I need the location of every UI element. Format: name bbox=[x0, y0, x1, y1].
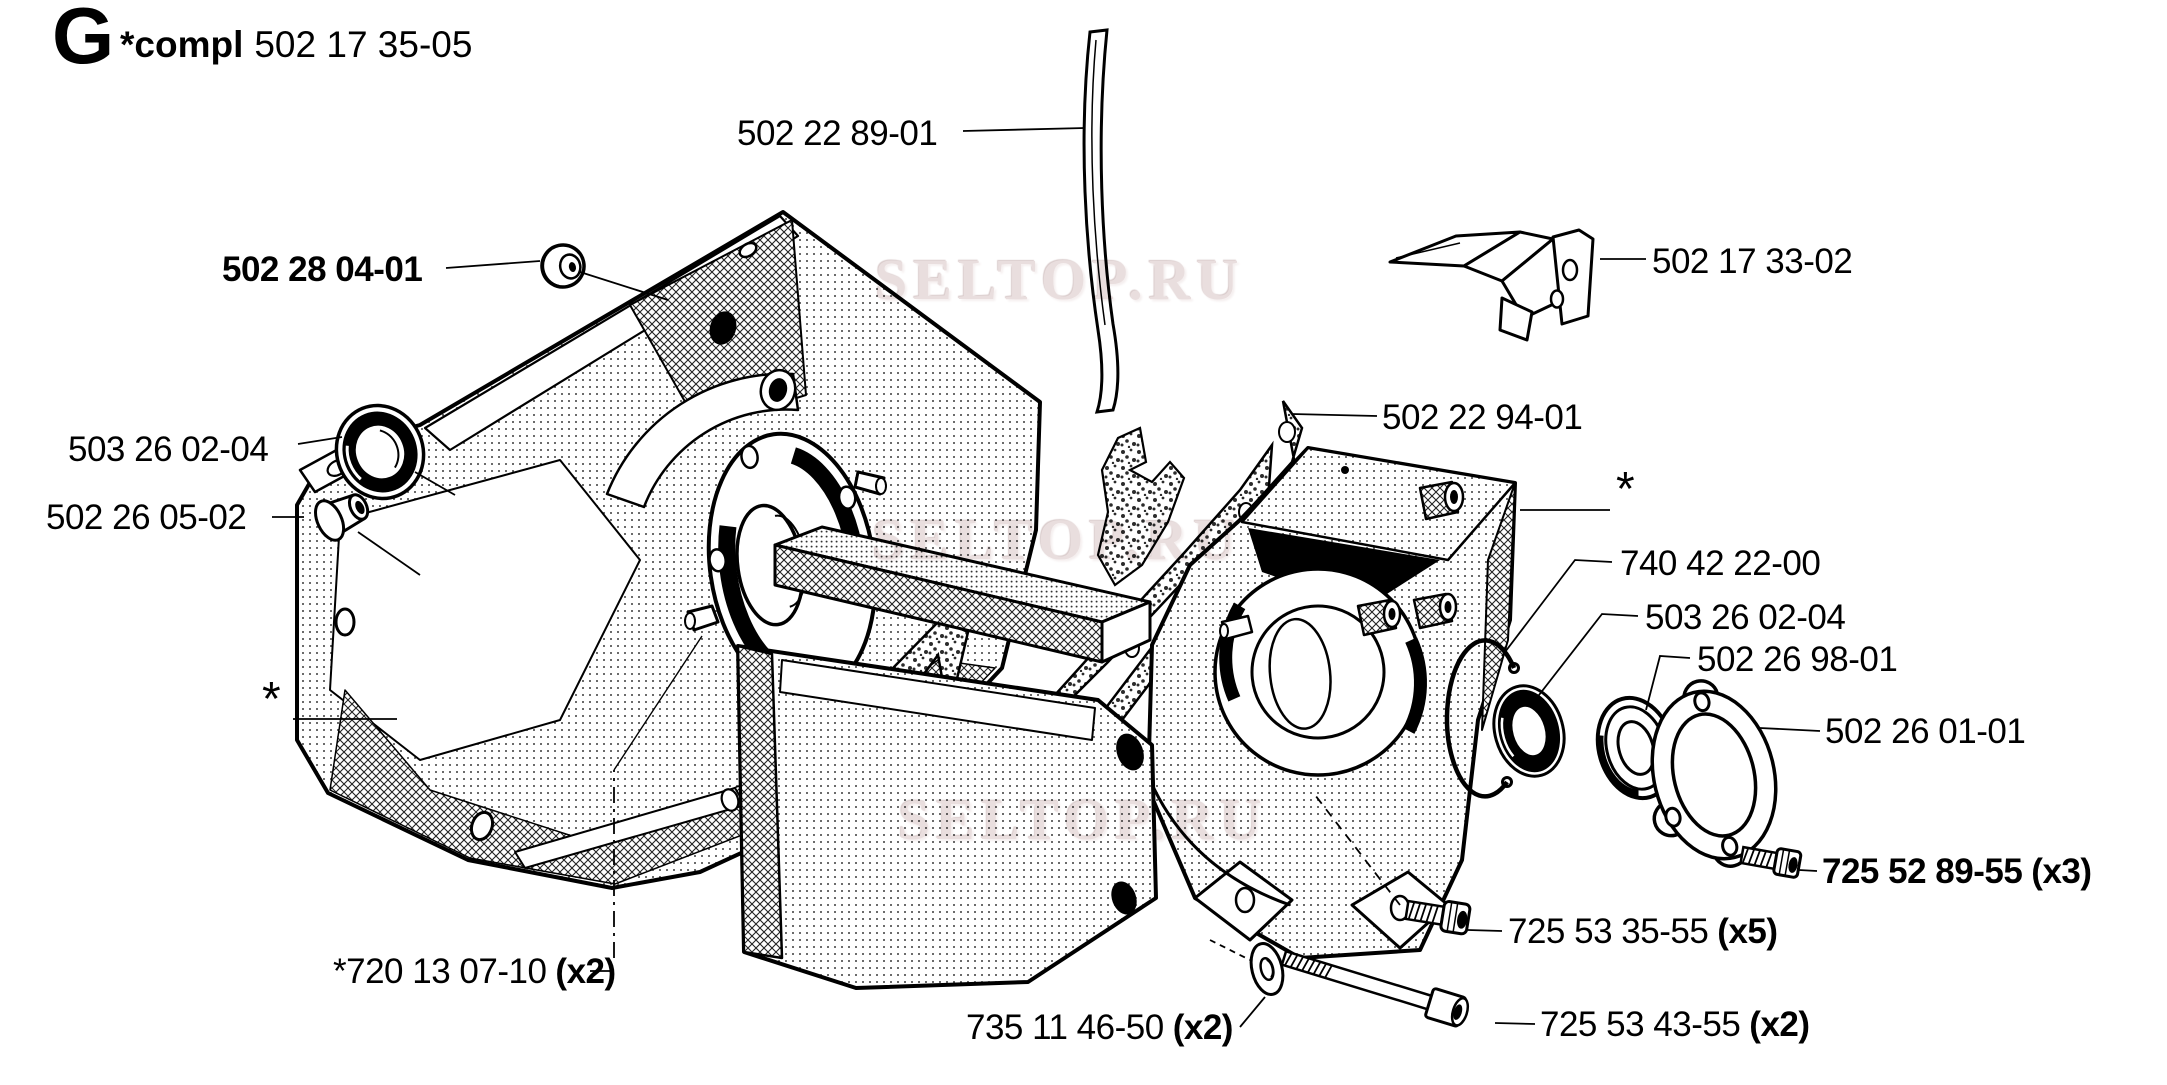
part-number: 735 11 46-50 bbox=[966, 1008, 1164, 1047]
snap-ring bbox=[1444, 638, 1520, 799]
leader-lines bbox=[272, 127, 1821, 1028]
part-number: 503 26 02-04 bbox=[1645, 598, 1846, 637]
part-label-502-26-05-02: 502 26 05-02 bbox=[46, 494, 247, 542]
watermark: SELTOP.RU bbox=[872, 507, 1242, 572]
leader-503-26-02-04-left bbox=[297, 436, 456, 496]
leader-725-53-43-55 bbox=[1494, 1022, 1536, 1025]
screw-medium bbox=[1404, 899, 1472, 936]
screw-short bbox=[1739, 845, 1803, 879]
part-number: *720 13 07-10 bbox=[333, 952, 547, 991]
part-number: 502 22 89-01 bbox=[737, 114, 938, 153]
part-label-735-11-46-50: 735 11 46-50(x2) bbox=[966, 1004, 1233, 1052]
part-label-502-22-89-01: 502 22 89-01 bbox=[737, 110, 938, 158]
part-label-720-13-07-10: *720 13 07-10(x2) bbox=[333, 948, 616, 996]
leader-735-11-46-50-dashed bbox=[1209, 939, 1251, 961]
bracket-plate bbox=[1388, 228, 1595, 342]
part-label-502-22-94-01: 502 22 94-01 bbox=[1382, 394, 1583, 442]
leader-502-22-89-01 bbox=[962, 127, 1086, 132]
asterisk-left: * bbox=[262, 672, 281, 728]
part-label-502-26-01-01: 502 26 01-01 bbox=[1825, 708, 2026, 756]
part-number: 740 42 22-00 bbox=[1620, 544, 1821, 583]
dowel-pin-lower bbox=[684, 604, 720, 632]
leader-503-26-02-04-right bbox=[1531, 613, 1639, 705]
part-label-502-17-33-02: 502 17 33-02 bbox=[1652, 238, 1853, 286]
leader-725-52-89-55 bbox=[1798, 869, 1818, 872]
compl-part-number: 502 17 35-05 bbox=[254, 24, 473, 65]
part-label-503-26-02-04-left: 503 26 02-04 bbox=[68, 426, 269, 474]
leader-502-26-98-01 bbox=[1645, 655, 1691, 711]
leader-502-22-94-01 bbox=[1291, 413, 1378, 417]
part-number: 502 28 04-01 bbox=[222, 250, 423, 289]
leader-720-13-07-10-pin bbox=[613, 635, 703, 771]
asterisk: * bbox=[1616, 463, 1635, 516]
leader-502-26-01-01 bbox=[1759, 727, 1821, 732]
part-label-740-42-22-00: 740 42 22-00 bbox=[1620, 540, 1821, 588]
watermark: SELTOP.RU bbox=[898, 787, 1268, 852]
asterisk: * bbox=[262, 673, 281, 726]
part-label-502-26-98-01: 502 26 98-01 bbox=[1697, 636, 1898, 684]
bolt-long bbox=[1280, 949, 1470, 1028]
oil-seal-left bbox=[334, 403, 426, 501]
part-number: 502 26 98-01 bbox=[1697, 640, 1898, 679]
quantity: (x2) bbox=[1172, 1008, 1234, 1047]
quantity: (x3) bbox=[2031, 852, 2092, 891]
part-label-725-52-89-55: 725 52 89-55(x3) bbox=[1822, 848, 2092, 896]
right-crankcase-half bbox=[1146, 446, 1517, 960]
asterisk-right: * bbox=[1616, 462, 1635, 518]
dowel-pin-upper bbox=[853, 470, 887, 496]
part-label-725-53-43-55: 725 53 43-55(x2) bbox=[1540, 1001, 1810, 1049]
quantity: (x2) bbox=[555, 952, 616, 991]
part-number: 502 22 94-01 bbox=[1382, 398, 1583, 437]
part-number: 503 26 02-04 bbox=[68, 430, 269, 469]
part-label-502-28-04-01: 502 28 04-01 bbox=[222, 246, 423, 294]
quantity: (x5) bbox=[1717, 912, 1778, 951]
leader-725-53-35-55 bbox=[1467, 929, 1503, 932]
part-label-725-53-35-55: 725 53 35-55(x5) bbox=[1508, 908, 1778, 956]
part-label-503-26-02-04-right: 503 26 02-04 bbox=[1645, 594, 1846, 642]
quantity: (x2) bbox=[1749, 1005, 1810, 1044]
leader-725-53-35-55-dashed bbox=[1314, 794, 1401, 906]
crankcase-front-section bbox=[736, 525, 1158, 990]
watermark: SELTOP.RU bbox=[875, 247, 1245, 312]
part-number: 502 26 01-01 bbox=[1825, 712, 2026, 751]
compl-label: *compl bbox=[120, 24, 244, 65]
leader-502-28-04-01 bbox=[445, 260, 669, 301]
impulse-hose-strip bbox=[1082, 28, 1120, 414]
leader-502-26-05-02 bbox=[272, 516, 421, 576]
part-number: 725 52 89-55 bbox=[1822, 852, 2023, 891]
bearing-seal bbox=[1492, 684, 1566, 778]
leader-740-42-22-00 bbox=[1501, 559, 1613, 657]
retainer-plate bbox=[1650, 679, 1778, 868]
bushing bbox=[314, 493, 370, 542]
part-number: 502 26 05-02 bbox=[46, 498, 247, 537]
part-number: 502 17 33-02 bbox=[1652, 242, 1853, 281]
leader-735-11-46-50 bbox=[1239, 996, 1266, 1028]
part-number: 725 53 43-55 bbox=[1540, 1005, 1741, 1044]
section-letter: G bbox=[52, 0, 114, 80]
grommet bbox=[540, 243, 586, 289]
washer bbox=[1249, 942, 1285, 996]
part-number: 725 53 35-55 bbox=[1508, 912, 1709, 951]
